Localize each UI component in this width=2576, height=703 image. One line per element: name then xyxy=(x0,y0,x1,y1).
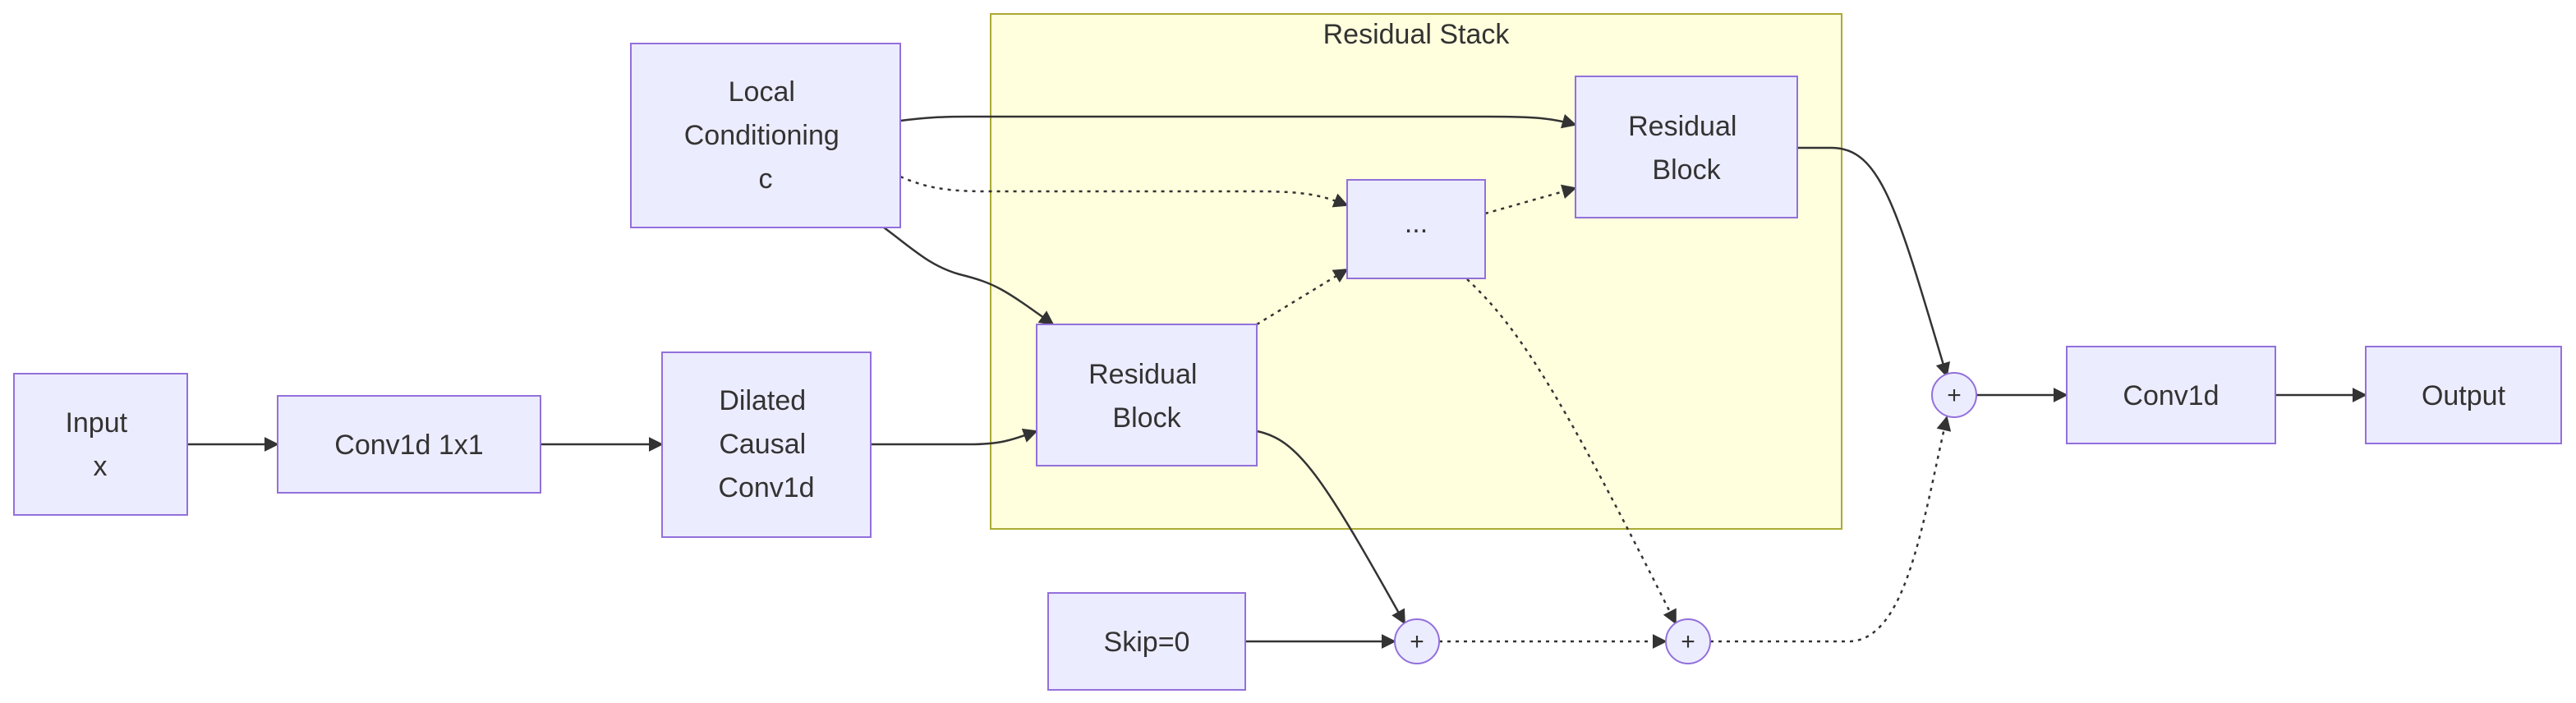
sum-3-node: + xyxy=(1931,372,1977,418)
edge-dots-to-sum2 xyxy=(1466,278,1677,625)
edges xyxy=(187,113,2367,649)
dilated-node-label: Dilated Causal Conv1d xyxy=(718,385,814,503)
ellipsis-node: ... xyxy=(1346,179,1486,279)
input-node: Input x xyxy=(13,373,188,516)
skip-node: Skip=0 xyxy=(1047,592,1246,691)
edge-res1-to-dots xyxy=(1256,268,1349,326)
residual-block-2-node: Residual Block xyxy=(1575,76,1798,218)
conv1d-label: Conv1d xyxy=(2123,380,2219,411)
sum-2-label: + xyxy=(1681,628,1695,655)
dilated-causal-conv1d-node: Dilated Causal Conv1d xyxy=(661,352,872,538)
res2-node-label: Residual Block xyxy=(1628,111,1745,186)
local-line-1: Local xyxy=(729,76,795,108)
res2-line-1: Residual xyxy=(1628,111,1736,142)
dilated-line-3: Conv1d xyxy=(718,472,814,503)
sum-2-node: + xyxy=(1665,618,1711,664)
edge-dilated-to-res1 xyxy=(871,428,1038,446)
output-label: Output xyxy=(2422,380,2506,411)
local-line-2: Conditioning xyxy=(684,120,840,151)
residual-block-1-node: Residual Block xyxy=(1036,324,1258,466)
conv1x1-label: Conv1d 1x1 xyxy=(334,430,483,461)
input-line-2: x xyxy=(94,451,108,482)
edge-local-to-res2 xyxy=(899,113,1577,129)
edge-res2-to-sum3 xyxy=(1797,146,1951,378)
res1-node-label: Residual Block xyxy=(1088,359,1205,434)
sum-1-label: + xyxy=(1410,628,1424,655)
conv1x1-node: Conv1d 1x1 xyxy=(277,395,541,494)
edge-res1-to-sum1 xyxy=(1256,430,1406,625)
output-node: Output xyxy=(2365,346,2562,444)
local-line-3: c xyxy=(759,163,773,195)
dilated-line-1: Dilated xyxy=(719,385,806,416)
dilated-line-2: Causal xyxy=(719,429,806,460)
input-node-label: Input x xyxy=(65,407,135,482)
sum-1-node: + xyxy=(1394,618,1440,664)
conv1d-node: Conv1d xyxy=(2066,346,2276,444)
res2-line-2: Block xyxy=(1652,154,1721,186)
res1-line-1: Residual xyxy=(1088,359,1197,390)
edge-sum2-to-sum3 xyxy=(1710,416,1952,643)
skip-label: Skip=0 xyxy=(1104,627,1190,658)
edge-local-to-dots xyxy=(899,175,1349,208)
ellipsis-label: ... xyxy=(1405,208,1428,239)
local-node-label: Local Conditioning c xyxy=(684,76,847,195)
input-line-1: Input xyxy=(65,407,127,439)
edge-local-to-res1 xyxy=(883,226,1055,326)
residual-stack-title: Residual Stack xyxy=(1323,19,1511,50)
res1-line-2: Block xyxy=(1112,402,1181,434)
sum-3-label: + xyxy=(1947,382,1962,409)
local-conditioning-node: Local Conditioning c xyxy=(630,43,901,228)
